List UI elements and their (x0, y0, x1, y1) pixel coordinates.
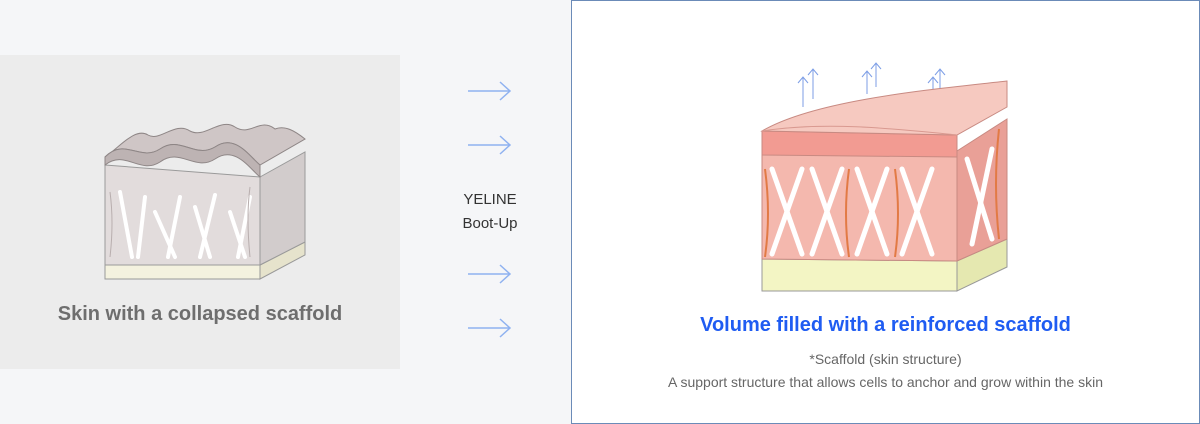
right-arrow-icon (466, 263, 514, 285)
scaffold-note-title: *Scaffold (skin structure) (572, 351, 1199, 367)
treatment-subtitle: Boot-Up (440, 212, 540, 236)
right-arrow-icon (466, 317, 514, 339)
left-caption: Skin with a collapsed scaffold (0, 303, 400, 326)
collapsed-scaffold-panel: Skin with a collapsed scaffold (0, 55, 400, 369)
treatment-label: YELINE Boot-Up (440, 188, 540, 236)
reinforced-skin-illustration (757, 59, 1022, 299)
right-arrow-icon (466, 134, 514, 156)
treatment-name: YELINE (440, 188, 540, 212)
reinforced-scaffold-panel: Volume filled with a reinforced scaffold… (571, 0, 1200, 424)
transition-column: YELINE Boot-Up (440, 0, 540, 424)
right-caption: Volume filled with a reinforced scaffold (572, 314, 1199, 337)
collapsed-skin-illustration (100, 117, 310, 285)
scaffold-note-definition: A support structure that allows cells to… (572, 374, 1199, 390)
right-arrow-icon (466, 80, 514, 102)
